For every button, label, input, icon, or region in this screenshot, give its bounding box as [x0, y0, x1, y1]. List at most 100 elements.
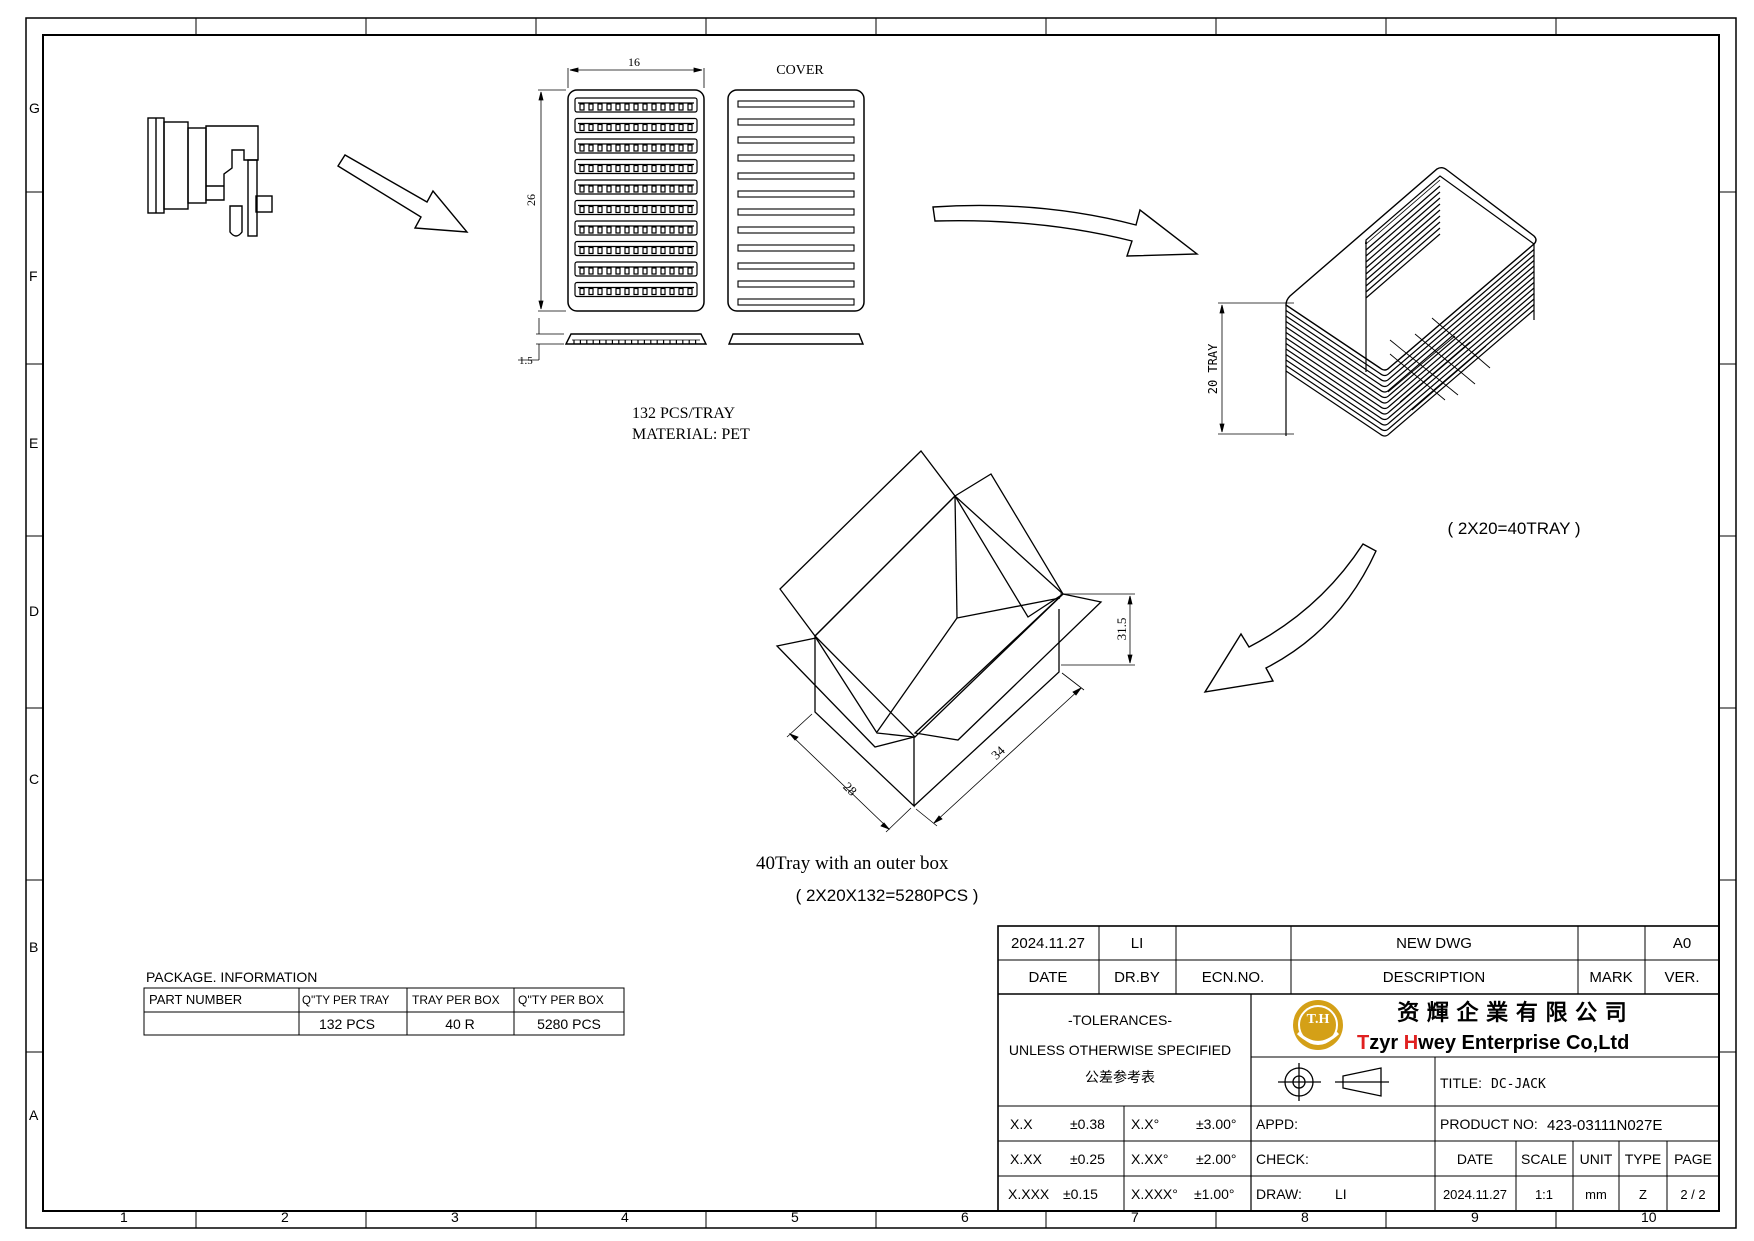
tray-cavity: [633, 103, 639, 111]
col-type: TYPE: [1625, 1151, 1662, 1167]
tray-cavity: [687, 103, 693, 111]
table-cell: 132 PCS: [319, 1016, 375, 1032]
tray-material-label: MATERIAL: PET: [632, 426, 750, 443]
tol-val-2: ±2.00°: [1196, 1151, 1237, 1167]
tray-cavity: [660, 164, 666, 173]
tray-cavity: [678, 287, 684, 296]
tray-cavity: [624, 287, 630, 296]
tray-slot: [574, 261, 698, 277]
tray-cavity: [606, 144, 612, 152]
tray-cavity: [669, 205, 675, 214]
val-unit: mm: [1585, 1187, 1607, 1202]
table-cell: 5280 PCS: [537, 1016, 601, 1032]
tray-cavity: [642, 144, 648, 152]
tray-cavity: [660, 205, 666, 214]
tray-cavity: [597, 185, 603, 193]
tray-cavity: [678, 246, 684, 255]
stack-inner-layer: [1365, 227, 1441, 293]
hdr-date: DATE: [1029, 969, 1068, 986]
cover-slot: [737, 280, 855, 288]
tray-cavity: [669, 246, 675, 255]
tray-cavity: [660, 287, 666, 296]
tray-cavity: [669, 185, 675, 193]
projection-symbol-icon: [1278, 1063, 1389, 1101]
tray-cavity: [615, 185, 621, 193]
tray-cavity: [615, 103, 621, 111]
tray-cavity: [615, 205, 621, 214]
tray-cavity: [579, 246, 585, 255]
company-en-2: wey Enterprise Co,Ltd: [1417, 1032, 1629, 1054]
tray-slot: [574, 199, 698, 216]
tray-cavity: [624, 123, 630, 132]
tray-cavity: [642, 123, 648, 132]
rev-date: 2024.11.27: [1011, 935, 1085, 952]
tray-cavity: [678, 103, 684, 111]
col-label: 2: [281, 1209, 289, 1225]
tray-cavity: [651, 246, 657, 255]
tol-val-1: ±0.38: [1070, 1116, 1105, 1132]
cover-slot: [737, 208, 855, 216]
tray-cavity: [615, 123, 621, 132]
company-name-cn: 资 輝 企 業 有 限 公 司: [1397, 1000, 1627, 1026]
tray-cavity: [624, 205, 630, 214]
tray-cavity: [651, 144, 657, 152]
tray-cavity: [651, 103, 657, 111]
col-page: PAGE: [1674, 1151, 1712, 1167]
stack-layer: [1285, 254, 1535, 382]
company-en-1: zyr: [1369, 1032, 1403, 1054]
tray-cavity: [588, 123, 594, 132]
stack-layer: [1285, 293, 1535, 421]
sheet-frame: [25, 17, 1737, 1229]
row-label: E: [29, 435, 38, 451]
tray-cavity: [642, 246, 648, 255]
tray-cavity: [669, 287, 675, 296]
tray-cavity: [633, 267, 639, 275]
outer-box: [775, 450, 1135, 833]
tray-cavity: [669, 144, 675, 152]
tray-thickness-dim: 1.5: [519, 355, 533, 367]
tray-cavity: [579, 144, 585, 152]
tray-cavity: [579, 205, 585, 214]
col-label: 10: [1641, 1209, 1657, 1225]
tray-slot: [574, 281, 698, 298]
cover-slot: [737, 190, 855, 198]
tray-cavity: [660, 267, 666, 275]
tray-cavity: [606, 185, 612, 193]
stack-inner-top: [1365, 175, 1535, 245]
rev-drawn-by: LI: [1131, 935, 1144, 952]
arrow-icon: [337, 154, 469, 233]
tray-cavity: [687, 287, 693, 296]
tray-cavity: [669, 123, 675, 132]
cover-drawing: [727, 89, 865, 345]
stack-count-label: ( 2X20=40TRAY ): [1447, 519, 1580, 538]
tray-cavity: [597, 226, 603, 234]
hdr-mark: MARK: [1589, 969, 1632, 986]
tolerance-unless: UNLESS OTHERWISE SPECIFIED: [1009, 1042, 1231, 1058]
cover-slot: [737, 226, 855, 234]
table-header: TRAY PER BOX: [412, 993, 500, 1007]
company-logo: T.H: [1293, 1000, 1343, 1050]
hdr-ver: VER.: [1664, 969, 1699, 986]
tray-cavity: [579, 267, 585, 275]
tray-cavity: [660, 103, 666, 111]
box-total-caption: ( 2X20X132=5280PCS ): [796, 886, 979, 905]
col-label: 8: [1301, 1209, 1309, 1225]
cover-slot: [737, 136, 855, 144]
col-scale: SCALE: [1521, 1151, 1567, 1167]
cover-slots: [737, 100, 855, 306]
product-no-label: PRODUCT NO:: [1440, 1116, 1538, 1132]
tray-cavity: [678, 144, 684, 152]
tray-cavity: [678, 226, 684, 234]
stack-layer: [1285, 249, 1535, 377]
tray-cavity: [633, 246, 639, 255]
company-en-h: H: [1404, 1032, 1418, 1054]
tray-cavity: [687, 164, 693, 173]
tray-cavity: [633, 226, 639, 234]
tray-cavity: [624, 246, 630, 255]
tray-cavity: [588, 164, 594, 173]
tray-cavity: [651, 226, 657, 234]
tray-cavity: [579, 103, 585, 111]
tray-cavity: [651, 123, 657, 132]
stack-layer: [1285, 265, 1535, 393]
box-width-dim: 28: [840, 779, 860, 799]
